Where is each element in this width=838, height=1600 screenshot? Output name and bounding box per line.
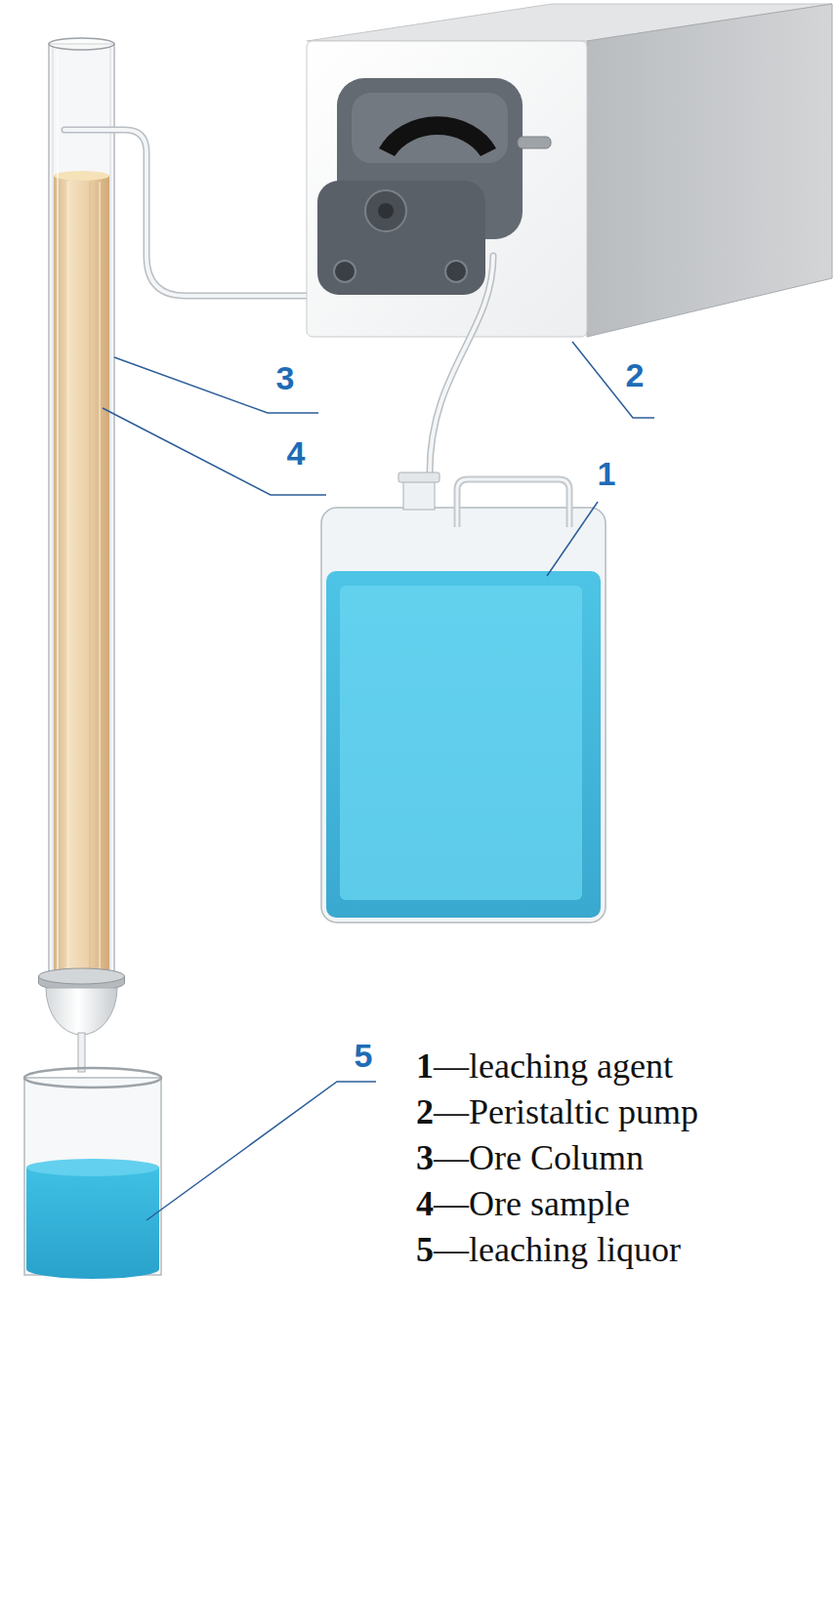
bottle-handle-core [457,479,570,528]
outlet-spout [78,1033,85,1073]
tube-wall [64,129,319,296]
collection-beaker [24,1068,162,1280]
pump-head-cover [351,92,508,164]
tube-core [429,255,494,473]
column-glass [48,43,115,977]
ore-sample [53,175,110,975]
beaker-liquid-surface [26,1159,160,1177]
bottle-body [321,507,606,923]
glass-highlight [56,48,59,972]
leader-line [572,341,655,419]
peristaltic-pump [306,3,833,337]
funnel-cup [45,988,118,1036]
callout-number: 4 [287,434,306,473]
legend-entry: 1—leaching agent [416,1047,673,1088]
bottle-liquid-face [339,586,583,901]
leader-line [146,1082,377,1221]
pump-screw [445,260,467,283]
sample-top [53,170,110,181]
bottle-cap [398,472,440,483]
leader-line [546,502,598,577]
feed-tube [64,129,319,296]
legend-entry: 2—Peristaltic pump [416,1092,699,1133]
glass-inner-edge [110,46,112,975]
callout-number: 5 [354,1037,374,1076]
bottle-handle [457,479,570,528]
pump-rotor [365,190,407,232]
pump-knob [517,136,551,149]
bottle-neck [403,480,435,510]
bottle-liquid [326,571,601,919]
leader-line [102,408,327,496]
sample-streak [98,181,101,972]
pump-screw [334,260,356,283]
pump-window [378,116,497,157]
beaker-rim [24,1068,162,1089]
beaker-liquid [26,1168,160,1280]
pump-front-face [306,41,587,337]
reagent-bottle [321,472,606,923]
glass-inner-edge [52,46,54,975]
tube-wall [429,255,494,473]
legend-entry: 4—Ore sample [416,1184,630,1225]
legend-entry: 3—Ore Column [416,1138,644,1179]
ore-column [39,38,126,1073]
pump-side-face [586,3,833,337]
column-flange-top [39,968,126,985]
column-rim [48,38,115,50]
callout-number: 1 [597,455,617,494]
callout-number: 2 [626,356,645,395]
sample-streak [88,181,91,972]
tube-core [64,129,319,296]
suction-tube [429,255,494,473]
leader-lines [102,341,655,1221]
sample-streak [67,181,71,972]
callout-number: 3 [276,359,295,398]
pump-clamp-block [317,180,486,295]
legend-entry: 5—leaching liquor [416,1230,681,1271]
leader-line [114,357,319,414]
pump-rotor-hub [377,203,394,219]
